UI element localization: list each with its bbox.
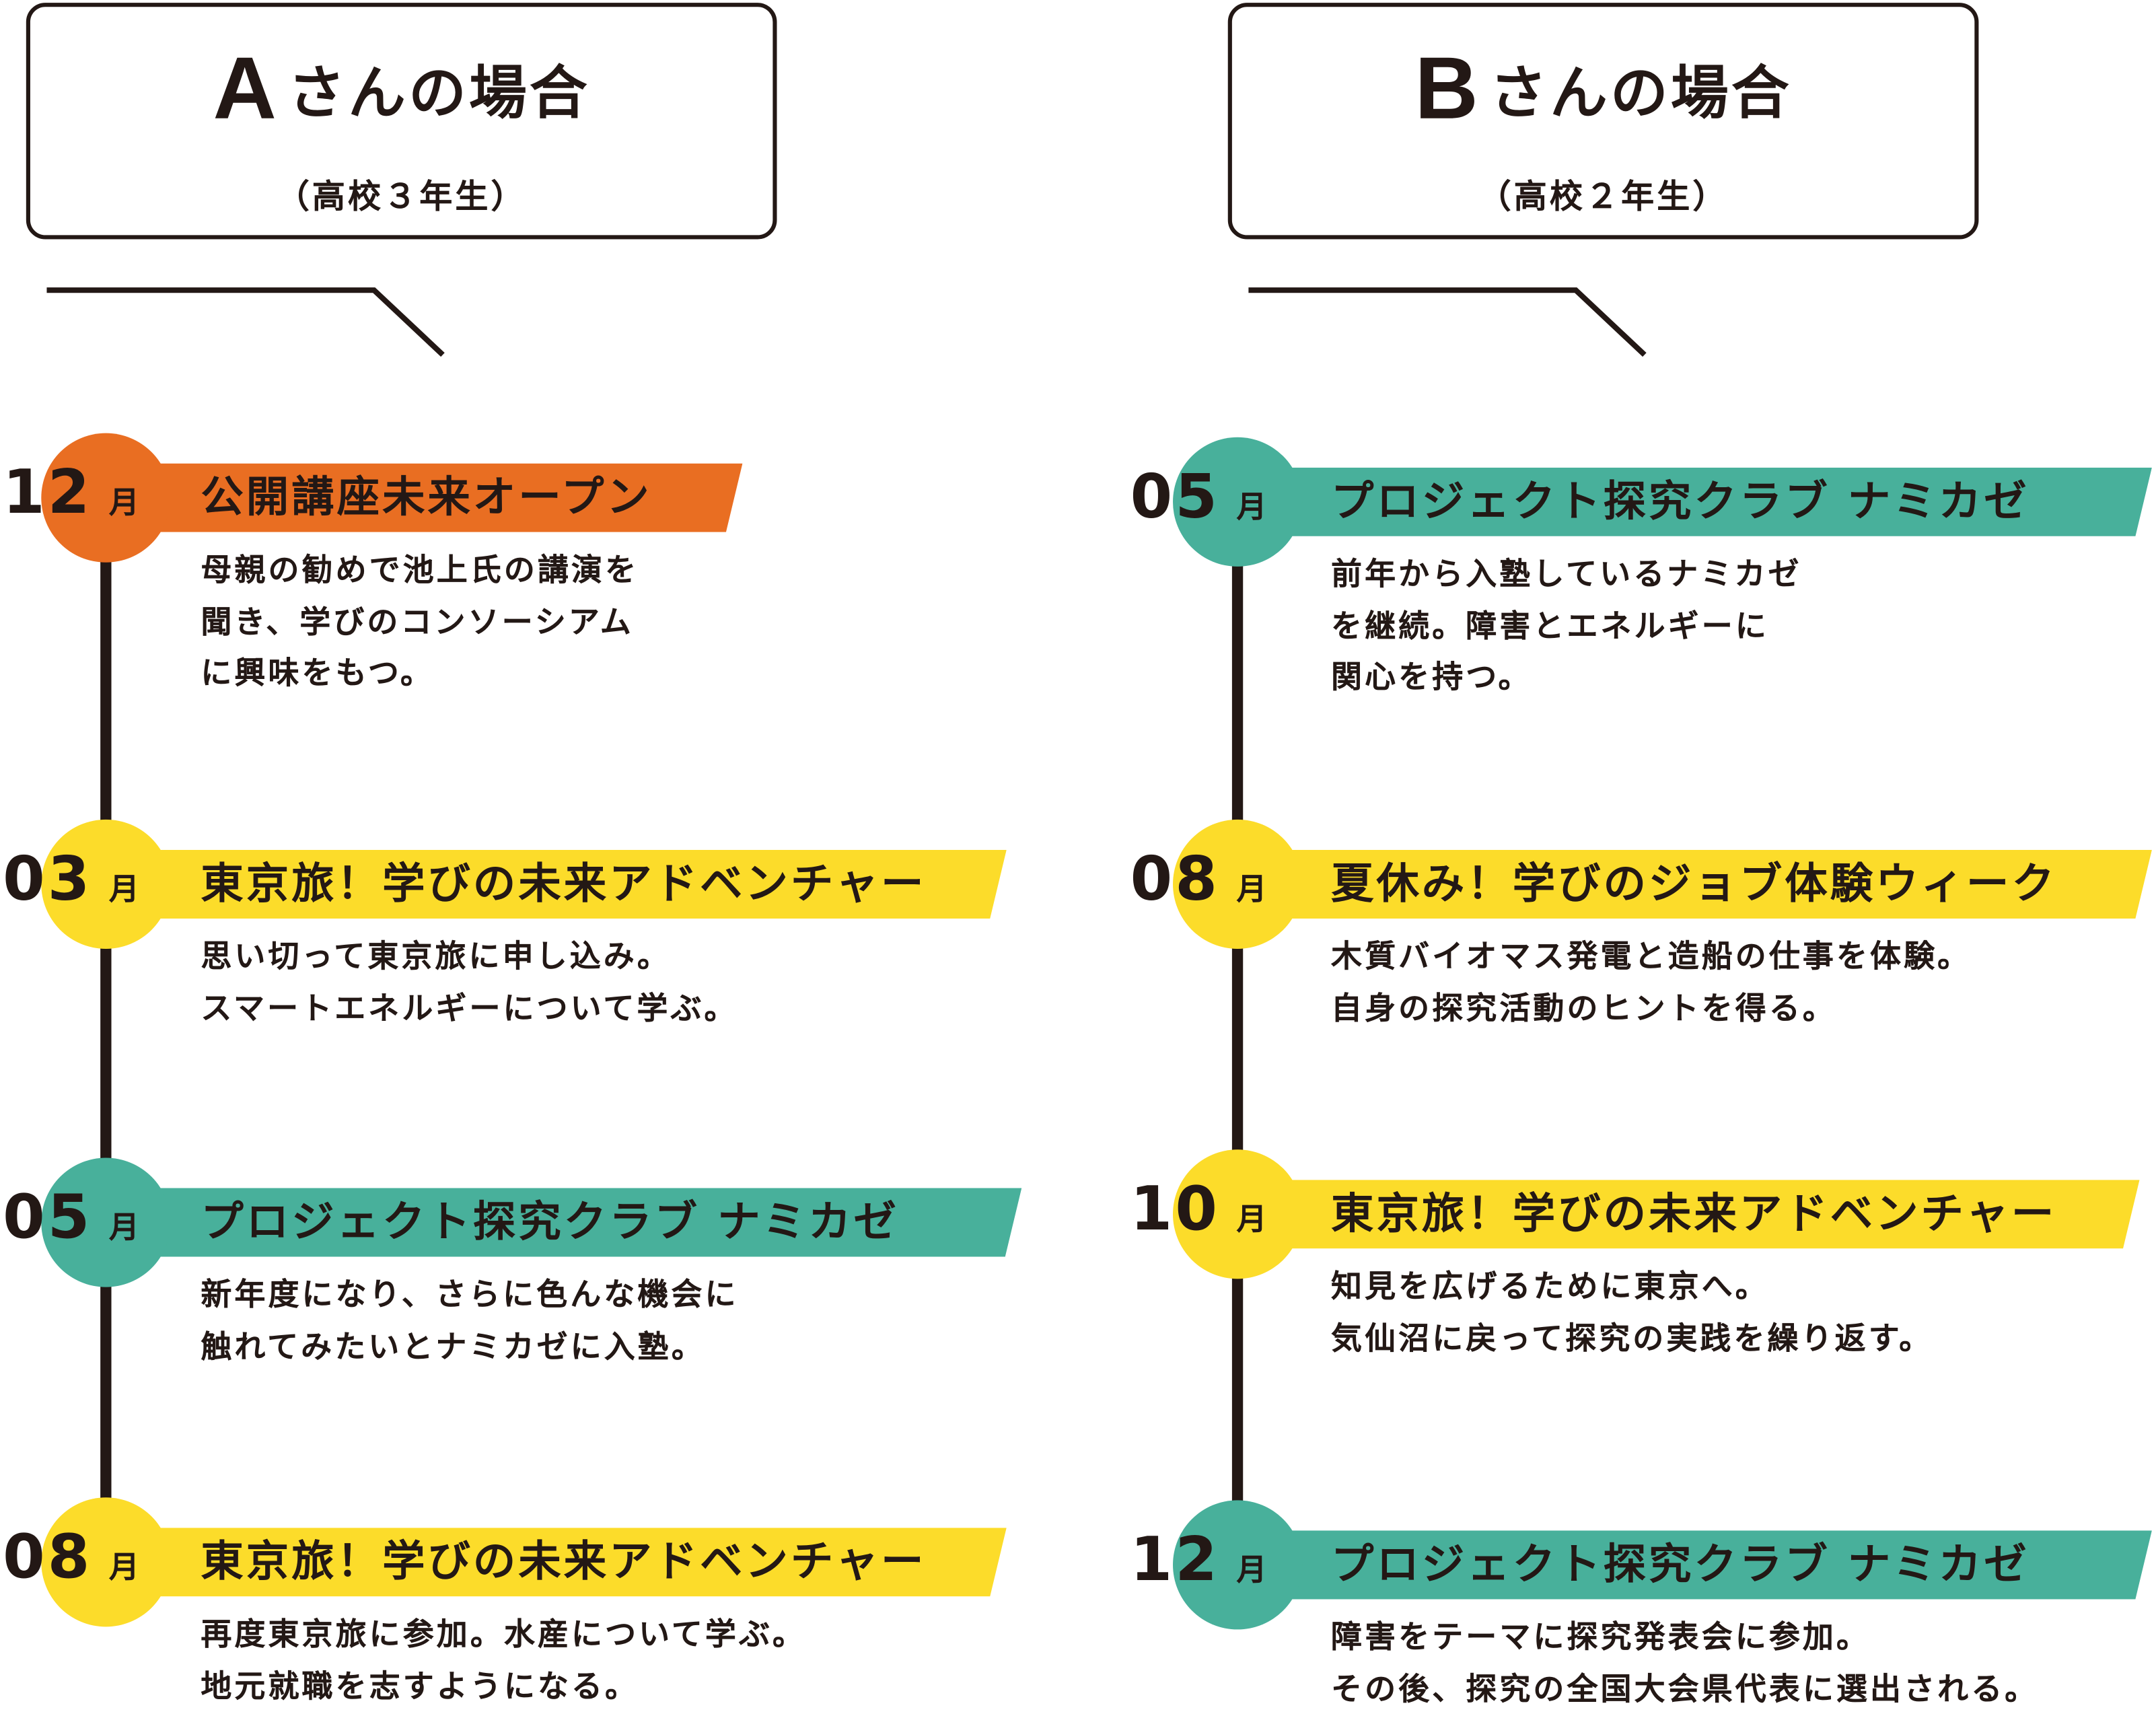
- event-description: 障害をテーマに探究発表会に参加。その後、探究の全国大会県代表に選出される。: [1331, 1613, 2038, 1716]
- event-marker-circle: [41, 819, 171, 949]
- event-description: 思い切って東京旅に申し込み。スマートエネルギーについて学ぶ。: [201, 932, 738, 1035]
- month-number: 05: [3, 1182, 93, 1253]
- description-line: 前年から入塾しているナミカゼ: [1331, 557, 1802, 593]
- callout-pointer-a: [46, 287, 445, 357]
- event-marker-circle: [1173, 437, 1303, 567]
- month-number: 10: [1130, 1174, 1220, 1245]
- event-title: プロジェクト探究クラブ ナミカゼ: [201, 1197, 899, 1248]
- callout-pointer-b: [1248, 287, 1647, 357]
- event-title-banner: [151, 463, 743, 532]
- description-line: 知見を広げるために東京へ。: [1331, 1269, 1769, 1306]
- month-unit: 月: [1236, 491, 1267, 526]
- event-title-banner: [1285, 1530, 2152, 1600]
- description-line: 触れてみたいとナミカゼに入塾。: [201, 1328, 705, 1365]
- person-b-title-rest: さんの場合: [1489, 59, 1792, 127]
- event-description: 新年度になり、さらに色んな機会に触れてみたいとナミカゼに入塾。: [201, 1271, 738, 1373]
- month-unit: 月: [1236, 1203, 1267, 1238]
- description-line: を継続。障害とエネルギーに: [1331, 608, 1769, 645]
- month-unit: 月: [108, 487, 139, 522]
- event-title-banner: [1285, 467, 2152, 536]
- event-month: 08 月: [1130, 844, 1267, 927]
- event-month: 08 月: [3, 1522, 139, 1605]
- person-a-grade: （高校３年生）: [276, 177, 527, 216]
- event-month: 05 月: [3, 1182, 139, 1265]
- event-month: 03 月: [3, 844, 139, 927]
- person-b-grade: （高校２年生）: [1478, 177, 1729, 216]
- event-title: 東京旅！学びの未来アドベンチャー: [201, 1537, 927, 1587]
- month-number: 12: [3, 458, 93, 528]
- event-title-banner: [151, 1528, 1007, 1597]
- event-marker-circle: [1173, 819, 1303, 949]
- event-marker-circle: [41, 1157, 171, 1287]
- event-title: プロジェクト探究クラブ ナミカゼ: [1331, 1540, 2029, 1590]
- event-month: 12 月: [3, 458, 139, 540]
- description-line: 母親の勧めで池上氏の講演を: [201, 552, 639, 589]
- month-number: 05: [1130, 462, 1220, 532]
- event-month: 12 月: [1130, 1526, 1267, 1608]
- month-number: 12: [1130, 1525, 1220, 1596]
- month-unit: 月: [108, 1550, 139, 1586]
- timeline-line-a: [100, 495, 112, 1561]
- person-a-title-rest: さんの場合: [287, 59, 590, 127]
- description-line: 関心を持つ。: [1331, 659, 1532, 696]
- event-title: 公開講座未来オープン: [201, 472, 652, 523]
- timeline-line-b: [1231, 495, 1244, 1561]
- event-title-banner: [151, 849, 1007, 919]
- event-title: 夏休み！学びのジョブ体験ウィーク: [1331, 859, 2057, 909]
- event-title: 東京旅！学びの未来アドベンチャー: [1331, 1189, 2057, 1240]
- event-title-banner: [1285, 1180, 2140, 1249]
- description-line: 自身の探究活動のヒントを得る。: [1331, 991, 1836, 1027]
- description-line: 聞き、学びのコンソーシアム: [201, 604, 634, 641]
- description-line: 気仙沼に戻って探究の実践を繰り返す。: [1331, 1320, 1933, 1357]
- description-line: に興味をもつ。: [201, 655, 435, 692]
- event-description: 母親の勧めで池上氏の講演を聞き、学びのコンソーシアムに興味をもつ。: [201, 546, 639, 701]
- event-marker-circle: [41, 1497, 171, 1627]
- event-marker-circle: [1173, 1500, 1303, 1630]
- event-title: プロジェクト探究クラブ ナミカゼ: [1331, 477, 2029, 527]
- description-line: スマートエネルギーについて学ぶ。: [201, 991, 738, 1027]
- event-marker-circle: [1173, 1149, 1303, 1279]
- person-b-letter: B: [1414, 38, 1481, 138]
- event-title-banner: [151, 1188, 1022, 1257]
- description-line: 木質バイオマス発電と造船の仕事を体験。: [1331, 939, 1972, 975]
- description-line: その後、探究の全国大会県代表に選出される。: [1331, 1671, 2039, 1707]
- description-line: 地元就職を志すようになる。: [201, 1668, 639, 1705]
- month-unit: 月: [1236, 873, 1267, 908]
- callout-pointers: [46, 287, 1647, 357]
- month-unit: 月: [108, 873, 139, 908]
- event-title-banner: [1285, 849, 2152, 919]
- month-unit: 月: [108, 1211, 139, 1246]
- event-description: 木質バイオマス発電と造船の仕事を体験。自身の探究活動のヒントを得る。: [1331, 932, 1971, 1035]
- month-number: 08: [3, 1522, 93, 1593]
- description-line: 思い切って東京旅に申し込み。: [201, 939, 671, 975]
- event-month: 10 月: [1130, 1174, 1267, 1257]
- event-title: 東京旅！学びの未来アドベンチャー: [201, 859, 927, 909]
- description-line: 新年度になり、さらに色んな機会に: [201, 1277, 739, 1314]
- person-a-letter: A: [213, 38, 280, 138]
- month-number: 03: [3, 844, 93, 915]
- description-line: 再度東京旅に参加。水産について学ぶ。: [201, 1617, 807, 1653]
- event-description: 知見を広げるために東京へ。気仙沼に戻って探究の実践を繰り返す。: [1331, 1262, 1933, 1365]
- description-line: 障害をテーマに探究発表会に参加。: [1331, 1620, 1871, 1656]
- event-month: 05 月: [1130, 462, 1267, 545]
- event-marker-circle: [41, 433, 171, 563]
- month-unit: 月: [1236, 1554, 1267, 1589]
- event-description: 再度東京旅に参加。水産について学ぶ。地元就職を志すようになる。: [201, 1610, 806, 1713]
- event-description: 前年から入塾しているナミカゼを継続。障害とエネルギーに関心を持つ。: [1331, 550, 1802, 705]
- month-number: 08: [1130, 844, 1220, 915]
